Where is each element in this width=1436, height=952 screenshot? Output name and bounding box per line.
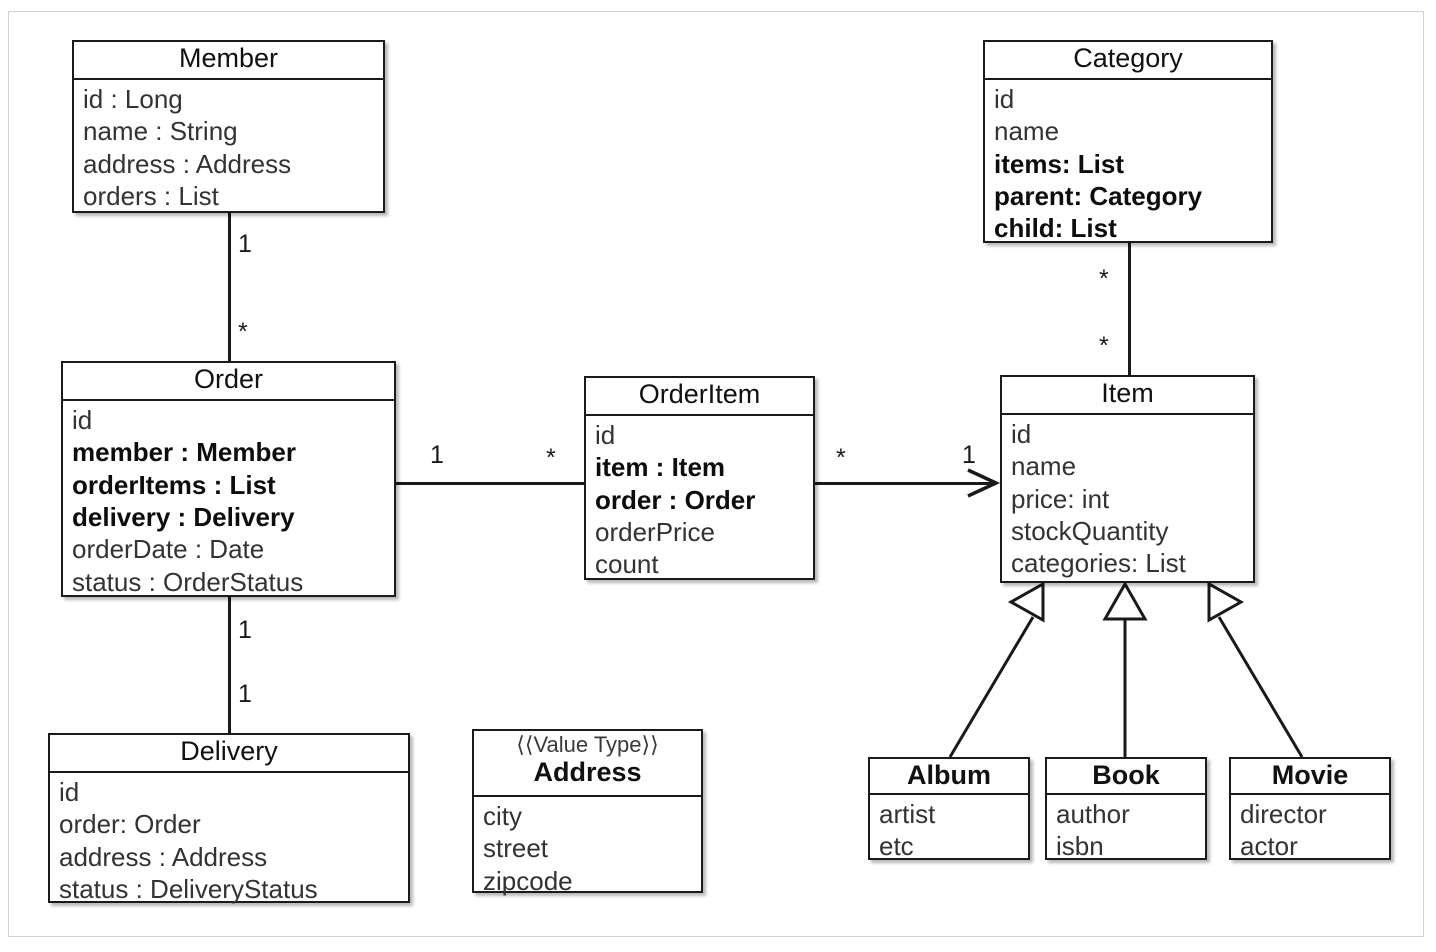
class-header-delivery: Delivery [50,735,408,773]
class-header-address: ⟨⟨Value Type⟩⟩ Address [474,731,701,797]
class-box-orderitem[interactable]: OrderItem id item : Item order : Order o… [584,376,815,580]
attribute-row: orderDate : Date [72,534,265,565]
class-attributes-address: city street zipcode [474,797,701,901]
attribute-row: address : Address [83,148,292,179]
class-attributes-book: author isbn [1047,795,1205,867]
attribute-row: city [483,801,522,831]
attribute-row: name : String [83,116,238,147]
class-attributes-member: id : Long name : String address : Addres… [74,80,383,216]
class-name-address: Address [533,756,642,787]
attribute-row: actor [1240,831,1298,862]
class-name-order: Order [193,364,264,394]
attribute-row: id [1011,419,1032,449]
class-box-delivery[interactable]: Delivery id order: Order address : Addre… [48,733,410,904]
class-header-album: Album [870,759,1028,795]
attribute-row: categories: List [1011,548,1186,579]
class-box-member[interactable]: Member id : Long name : String address :… [72,40,385,213]
multiplicity-order-delivery-from: 1 [238,616,252,644]
attribute-row: order: Order [59,809,201,840]
attribute-row: artist [879,799,936,829]
class-attributes-item: id name price: int stockQuantity categor… [1002,415,1253,584]
attribute-row: isbn [1056,831,1104,862]
attribute-row: director [1240,799,1327,829]
attribute-row: item : Item [595,452,726,483]
class-attributes-delivery: id order: Order address : Address status… [50,773,408,909]
attribute-row: parent: Category [994,181,1203,212]
attribute-row: price: int [1011,483,1110,514]
attribute-row: zipcode [483,865,573,896]
class-header-orderitem: OrderItem [586,378,813,416]
attribute-row: order : Order [595,484,756,515]
attribute-row: author [1056,799,1130,829]
class-header-order: Order [63,363,394,401]
multiplicity-order-orderitem-from: 1 [430,441,444,469]
attribute-row: id [59,777,80,807]
class-box-address[interactable]: ⟨⟨Value Type⟩⟩ Address city street zipco… [472,729,703,896]
attribute-row: name [1011,451,1077,482]
association-orderitem-item-line [814,482,994,485]
class-box-item[interactable]: Item id name price: int stockQuantity ca… [1000,375,1255,583]
class-box-category[interactable]: Category id name items: List parent: Cat… [983,40,1273,243]
association-category-item-line [1128,243,1131,375]
multiplicity-order-orderitem-to: * [546,444,556,472]
class-attributes-order: id member : Member orderItems : List del… [63,401,394,602]
multiplicity-category-item-to: * [1099,332,1109,360]
attribute-row: id [72,405,93,435]
class-attributes-movie: director actor [1231,795,1389,867]
attribute-row: count [595,549,659,580]
association-order-orderitem-line [396,482,584,485]
multiplicity-orderitem-item-to: 1 [962,441,976,469]
attribute-row: stockQuantity [1011,516,1169,547]
class-name-category: Category [1073,43,1183,73]
multiplicity-member-order-to: * [238,318,248,346]
multiplicity-order-delivery-to: 1 [238,680,252,708]
attribute-row: status : DeliveryStatus [59,874,318,905]
attribute-row: id : Long [83,84,183,114]
class-name-member: Member [178,43,279,73]
attribute-row: child: List [994,213,1117,244]
class-header-movie: Movie [1231,759,1389,795]
class-name-item: Item [1101,378,1154,408]
class-box-book[interactable]: Book author isbn [1045,757,1207,861]
attribute-row: address : Address [59,841,268,872]
class-box-order[interactable]: Order id member : Member orderItems : Li… [61,361,396,597]
class-box-album[interactable]: Album artist etc [868,757,1030,861]
attribute-row: items: List [994,148,1125,179]
attribute-row: orderItems : List [72,469,276,500]
class-attributes-orderitem: id item : Item order : Order orderPrice … [586,416,813,585]
class-name-movie: Movie [1271,760,1349,790]
class-attributes-category: id name items: List parent: Category chi… [985,80,1271,249]
class-attributes-album: artist etc [870,795,1028,867]
attribute-row: street [483,833,549,864]
attribute-row: delivery : Delivery [72,502,295,533]
attribute-row: id [994,84,1015,114]
class-name-orderitem: OrderItem [638,379,761,409]
class-header-member: Member [74,42,383,80]
attribute-row: etc [879,831,914,862]
class-name-album: Album [907,760,991,790]
class-header-book: Book [1047,759,1205,795]
attribute-row: orders : List [83,181,219,212]
class-name-book: Book [1092,760,1160,790]
association-member-order-line [228,212,231,362]
class-header-item: Item [1002,377,1253,415]
attribute-row: id [595,420,616,450]
multiplicity-orderitem-item-from: * [836,444,846,472]
attribute-row: name [994,116,1060,147]
attribute-row: member : Member [72,437,296,468]
multiplicity-member-order-from: 1 [238,230,252,258]
attribute-row: orderPrice [595,517,715,548]
multiplicity-category-item-from: * [1099,265,1109,293]
stereotype-label-address: ⟨⟨Value Type⟩⟩ [516,732,659,757]
class-header-category: Category [985,42,1271,80]
association-order-delivery-line [228,596,231,736]
class-name-delivery: Delivery [180,736,278,766]
class-box-movie[interactable]: Movie director actor [1229,757,1391,861]
attribute-row: status : OrderStatus [72,566,304,597]
